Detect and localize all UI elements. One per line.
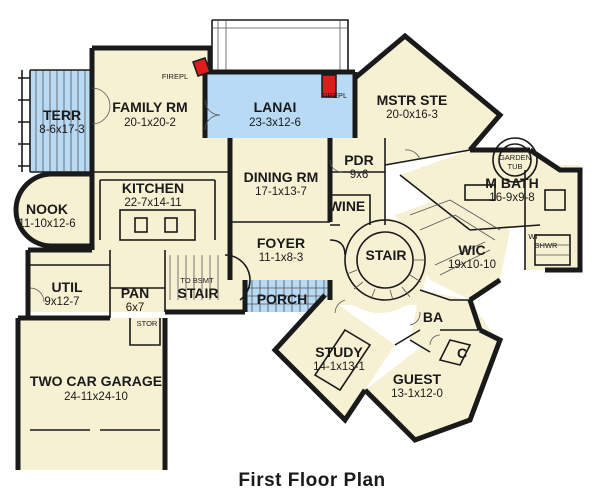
kitchen-counters (99, 179, 216, 241)
plan-title: First Floor Plan (238, 470, 385, 491)
family-room-name: FAMILY RM (112, 99, 187, 115)
terrace-area (18, 69, 95, 173)
garden-tub-note-2: TUB (508, 162, 523, 171)
master-bath-fixtures (464, 137, 571, 266)
study-name: STUDY (315, 344, 363, 360)
bath-name: BA (423, 309, 443, 325)
pantry-dims: 6x7 (126, 302, 145, 314)
dining-room-name: DINING RM (244, 169, 319, 185)
room-details (313, 328, 431, 392)
nook-dims: 11-10x12-6 (18, 218, 75, 230)
to-bsmt-note: TO BSMT (180, 276, 214, 285)
family-firepl-note: FIREPL (162, 72, 188, 81)
main-stair-name: STAIR (366, 247, 407, 263)
lanai-firepl-note: FIREPL (321, 91, 347, 100)
pdr-name: PDR (344, 152, 374, 168)
main-stair (329, 219, 426, 301)
foyer-dims: 11-1x8-3 (259, 252, 304, 264)
terr-name: TERR (43, 107, 81, 123)
util-dims: 9x12-7 (44, 296, 79, 308)
room-labels: TERR 8-6x17-3 FAMILY RM 20-1x20-2 LANAI … (18, 92, 538, 403)
kitchen-dims: 22-7x14-11 (124, 197, 181, 209)
kitchen-name: KITCHEN (122, 180, 184, 196)
guest-name: GUEST (393, 371, 442, 387)
wic-shelves (409, 199, 501, 276)
dining-room-dims: 17-1x13-7 (255, 186, 307, 198)
garage-dims: 24-11x24-10 (64, 391, 128, 403)
nook-name: NOOK (26, 201, 68, 217)
terr-dims: 8-6x17-3 (39, 124, 84, 136)
lanai-dims: 23-3x12-6 (249, 117, 301, 129)
master-bath-name: M BATH (485, 175, 538, 191)
lanai-fireplace-icon (321, 74, 337, 98)
garage-name: TWO CAR GARAGE (30, 373, 162, 389)
family-fireplace-icon (192, 57, 211, 77)
basement-stair-treads (169, 254, 251, 301)
garden-tub-note-1: GARDEN (499, 153, 531, 162)
porch-area (245, 280, 330, 312)
wi-shwr-note-1: WI (528, 232, 537, 241)
util-name: UTIL (51, 279, 83, 295)
closet-name: C (457, 345, 467, 361)
porch-name: PORCH (257, 291, 308, 307)
foyer-name: FOYER (257, 235, 305, 251)
exterior-walls (13, 32, 583, 470)
interior-walls (28, 138, 541, 366)
study-dims: 14-1x13-1 (313, 361, 365, 373)
family-room-dims: 20-1x20-2 (124, 117, 176, 129)
wic-dims: 19x10-10 (448, 259, 496, 271)
basement-stair-name: STAIR (178, 285, 219, 301)
master-bath-dims: 16-9x9-8 (489, 192, 534, 204)
door-swings (29, 87, 441, 346)
annotations: FIREPL FIREPL TO BSMT GARDEN TUB WI SHWR (162, 72, 558, 285)
lanai-name: LANAI (254, 99, 297, 115)
wine-name: WINE (329, 198, 366, 214)
pdr-dims: 9x6 (350, 169, 369, 181)
wi-shwr-note-2: SHWR (535, 241, 558, 250)
wic-name: WIC (458, 242, 485, 258)
master-suite-name: MSTR STE (377, 92, 448, 108)
storage-name: STOR (137, 319, 158, 328)
guest-dims: 13-1x12-0 (391, 388, 443, 400)
master-suite-dims: 20-0x16-3 (386, 109, 438, 121)
pantry-name: PAN (121, 285, 150, 301)
